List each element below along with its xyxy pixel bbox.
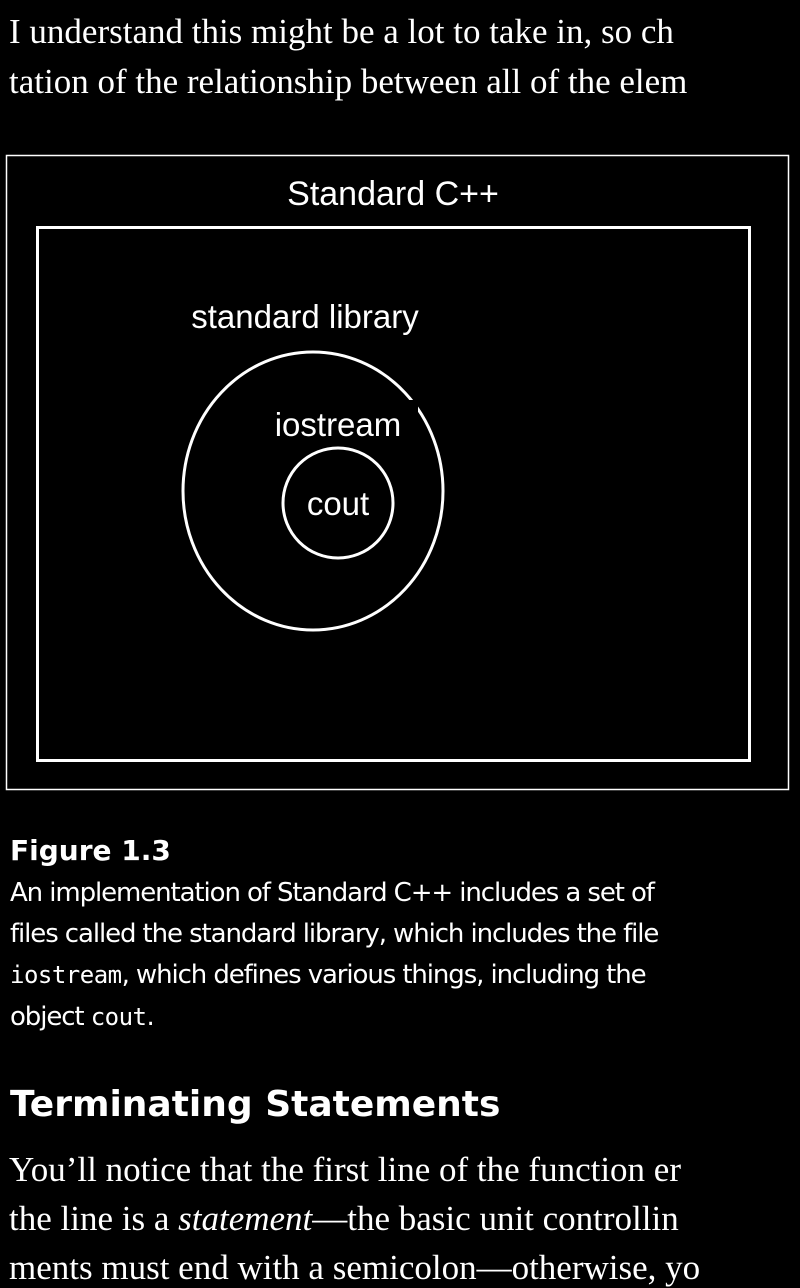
caption-text: object <box>10 1002 91 1032</box>
paragraph-line: ments must end with a semicolon—otherwis… <box>9 1248 701 1287</box>
standard-library-ellipse <box>181 350 445 632</box>
caption-text: . <box>146 1002 154 1032</box>
caption-line: iostream, which defines various things, … <box>10 956 647 994</box>
cout-label: cout <box>307 485 369 522</box>
standard-cpp-box <box>36 226 751 762</box>
figure-caption-title: Figure 1.3 <box>10 834 171 867</box>
cout-circle <box>281 446 395 560</box>
body-text: the line is a <box>9 1199 179 1238</box>
standard-cpp-label: Standard C++ <box>287 175 499 213</box>
section-heading: Terminating Statements <box>10 1084 501 1125</box>
paragraph-line: I understand this might be a lot to take… <box>9 12 674 51</box>
caption-line: object cout. <box>10 998 155 1036</box>
iostream-label-bg <box>258 400 418 444</box>
outer-frame <box>5 154 790 791</box>
body-text: —the basic unit controllin <box>312 1199 679 1238</box>
caption-line: files called the standard library, which… <box>10 919 659 949</box>
paragraph-line: the line is a statement—the basic unit c… <box>9 1199 679 1239</box>
figure-diagram: Standard C++ standard library iostream c… <box>5 154 790 791</box>
caption-line: An implementation of Standard C++ includ… <box>10 878 655 908</box>
standard-library-label: standard library <box>191 298 419 335</box>
emphasis-statement: statement <box>178 1199 313 1238</box>
code-iostream: iostream <box>10 961 122 989</box>
paragraph-line: tation of the relationship between all o… <box>9 62 688 101</box>
iostream-label: iostream <box>275 406 402 443</box>
caption-text: , which defines various things, includin… <box>121 960 647 990</box>
code-cout: cout <box>90 1003 147 1031</box>
paragraph-line: You’ll notice that the first line of the… <box>9 1150 681 1189</box>
